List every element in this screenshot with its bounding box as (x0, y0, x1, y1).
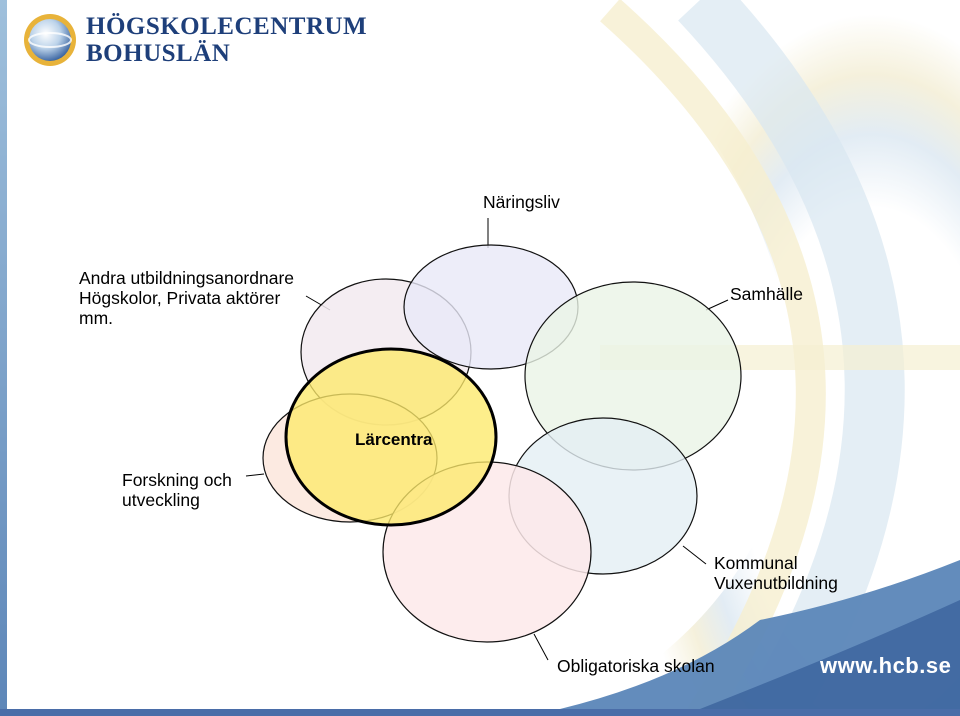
label-kommunal: Kommunal Vuxenutbildning (714, 553, 838, 593)
circle-larcentra (284, 347, 498, 527)
label-andra-utbildningsanordnare: Andra utbildningsanordnare Högskolor, Pr… (79, 268, 295, 328)
label-naringsliv: Näringsliv (483, 192, 560, 212)
label-samhalle: Samhälle (730, 284, 803, 304)
label-larcentra: Lärcentra (355, 430, 433, 449)
logo-line2: BOHUSLÄN (86, 40, 231, 67)
label-obligatoriska: Obligatoriska skolan (557, 656, 715, 676)
logo-line1: HÖGSKOLECENTRUM (86, 13, 368, 40)
website-url: www.hcb.se (820, 653, 952, 678)
hcb-logo (24, 14, 76, 66)
label-forskning: Forskning och utveckling (122, 470, 232, 510)
